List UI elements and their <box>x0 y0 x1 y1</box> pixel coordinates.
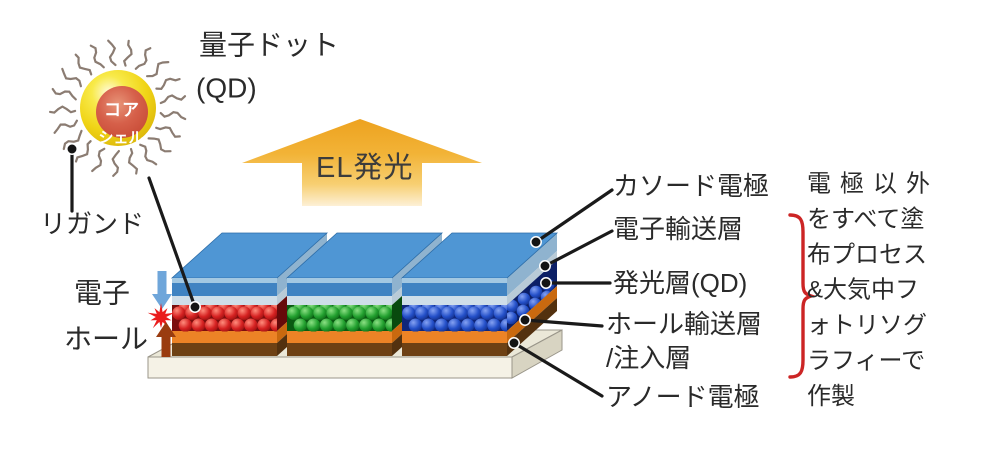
htl-label-line2: /注入層 <box>606 343 691 373</box>
eml-leader-dot <box>540 277 552 289</box>
etl-label: 電子輸送層 <box>613 214 743 244</box>
ligand-strands <box>49 39 187 177</box>
process-note-line: 作製 <box>807 383 855 410</box>
layer-leaders <box>508 188 614 398</box>
process-note-text: 電極以外 をすべて塗 布プロセス &大気中フ ォトリソグ ラフィーで 作製 <box>807 171 939 410</box>
recombination-star-icon <box>147 303 175 329</box>
etl-leader-line <box>543 229 614 268</box>
cathode-front-highlight <box>402 278 507 283</box>
process-note-brace <box>788 213 817 379</box>
eml-spheres <box>402 305 507 332</box>
hole-arrow-icon <box>156 322 176 357</box>
substrate-side-face <box>511 329 563 379</box>
qd-to-eml-leader-line <box>147 176 197 309</box>
anode-front-face <box>402 343 507 356</box>
htl-front-face <box>287 331 392 343</box>
cathode-front-highlight <box>172 278 277 283</box>
el-emission-label: EL発光 <box>316 151 413 184</box>
htl-leader-line <box>523 318 604 328</box>
anode-front-face <box>172 343 277 356</box>
cathode-leader-dot <box>530 236 542 248</box>
process-note-line: 布プロセス <box>807 241 927 268</box>
qd-to-eml-leader-dot <box>189 301 201 313</box>
cathode-front-highlight <box>287 278 392 283</box>
ligand-leader-dot <box>66 143 78 155</box>
process-note-line: &大気中フ <box>807 277 919 304</box>
qd-shell-label: シェル <box>98 130 143 147</box>
qd-core-label: コア <box>104 101 140 120</box>
process-note-line: 電極以外 <box>807 171 939 198</box>
ligand-label: リガンド <box>40 209 144 239</box>
hole-label: ホール <box>64 324 148 355</box>
process-note-line: をすべて塗 <box>807 206 924 233</box>
htl-side-face <box>507 286 557 343</box>
etl-front-face <box>172 296 277 305</box>
anode-leader-line <box>512 341 604 398</box>
pixel-stacks <box>170 232 559 356</box>
eml-spheres <box>172 305 277 332</box>
electron-arrow-icon <box>152 271 172 309</box>
etl-front-face <box>402 296 507 305</box>
process-note-line: ラフィーで <box>807 348 925 375</box>
process-note-line: ォトリソグ <box>807 312 927 339</box>
htl-front-face <box>402 331 507 343</box>
anode-leader-dot <box>508 337 520 349</box>
htl-front-face <box>172 331 277 343</box>
cathode-label: カソード電極 <box>613 171 769 201</box>
htl-label: ホール輸送層 <box>606 309 762 339</box>
cathode-side-face <box>507 233 557 296</box>
substrate-front-face <box>147 356 513 379</box>
qd-core-sphere <box>96 86 148 138</box>
quantum-dot-illustration: コア シェル 量子ドット (QD) リガンド <box>40 30 339 313</box>
electron-label: 電子 <box>74 278 130 309</box>
el-arrow-shape <box>242 119 482 206</box>
qd-title-sub: (QD) <box>196 73 257 104</box>
cathode-leader-line <box>534 188 614 244</box>
htl-leader-dot <box>519 314 531 326</box>
qd-title: 量子ドット <box>199 30 339 61</box>
carrier-annotations: 電子 ホール <box>64 271 176 357</box>
anode-label: アノード電極 <box>606 382 760 412</box>
eml-label: 発光層(QD) <box>613 268 747 298</box>
eml-spheres <box>287 305 392 332</box>
process-note: 電極以外 をすべて塗 布プロセス &大気中フ ォトリソグ ラフィーで 作製 <box>788 171 939 410</box>
layer-labels: カソード電極 電子輸送層 発光層(QD) ホール輸送層 /注入層 アノード電極 <box>606 171 769 412</box>
etl-leader-dot <box>539 260 551 272</box>
anode-front-face <box>287 343 392 356</box>
etl-front-face <box>287 296 392 305</box>
el-emission-arrow: EL発光 <box>242 119 482 206</box>
